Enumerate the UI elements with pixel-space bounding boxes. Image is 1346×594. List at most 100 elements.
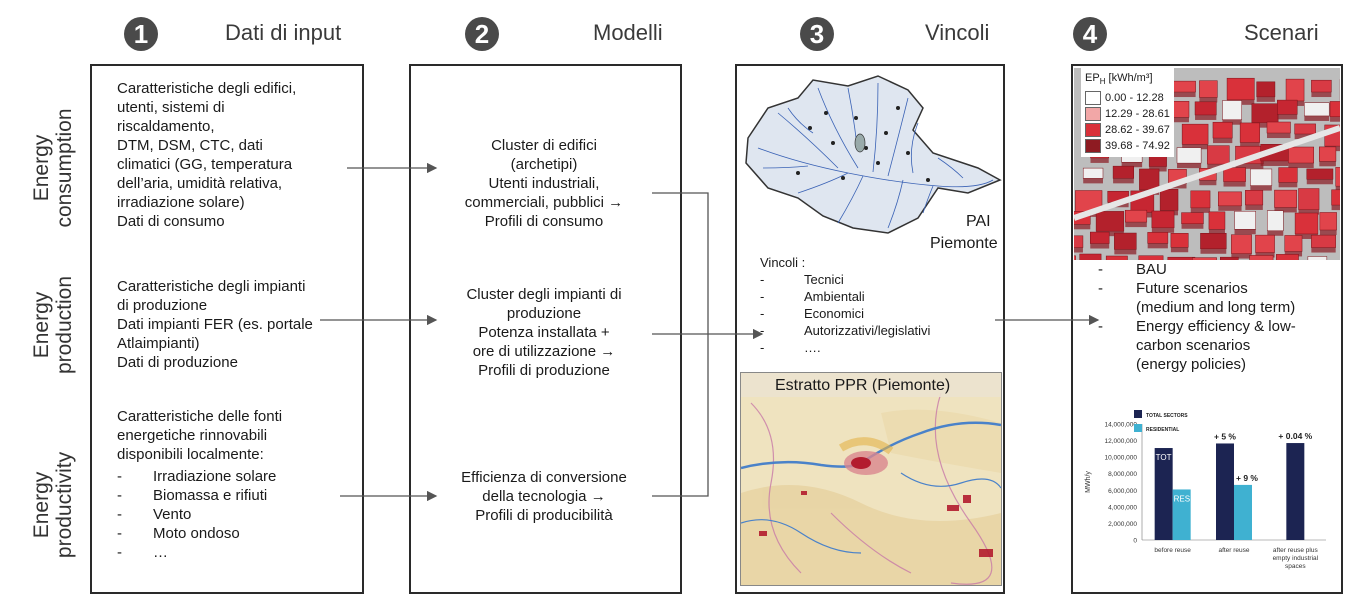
list-item: -Energy efficiency & low-carbon scenario… xyxy=(1098,318,1296,373)
building-shadow xyxy=(1284,251,1303,257)
bar-label: TOT xyxy=(1156,453,1172,462)
building-shadow xyxy=(1251,122,1279,128)
building xyxy=(1220,256,1239,260)
building xyxy=(1329,101,1340,117)
building xyxy=(1298,188,1320,210)
list-item: Biomassa e rifiuti xyxy=(117,486,357,505)
building xyxy=(1276,254,1299,260)
building xyxy=(1089,231,1110,244)
bar-0-1 xyxy=(1216,443,1234,540)
energy-legend: EPH [kWh/m³] 0.00 - 12.28 12.29 - 28.61 … xyxy=(1081,68,1174,158)
building xyxy=(1139,168,1160,191)
building-shadow xyxy=(1200,248,1227,254)
legend-label: TOTAL SECTORS xyxy=(1146,413,1188,419)
step-1-number: 1 xyxy=(124,17,158,51)
building xyxy=(1306,168,1334,180)
building xyxy=(1239,122,1260,143)
building-shadow xyxy=(1199,180,1217,186)
list-item: Tecnici xyxy=(760,271,990,288)
ppr-title: Estratto PPR (Piemonte) xyxy=(775,377,951,394)
y-tick-label: 2,000,000 xyxy=(1108,521,1137,528)
building-shadow xyxy=(1151,227,1175,233)
bar-annotation: + 9 % xyxy=(1236,473,1258,483)
building xyxy=(1245,190,1264,206)
building-shadow xyxy=(1231,253,1252,259)
building-shadow xyxy=(1234,229,1256,235)
constraints-heading: Vincoli : xyxy=(760,255,806,270)
building-shadow xyxy=(1274,207,1297,213)
legend-item: 28.62 - 39.67 xyxy=(1085,122,1170,138)
basin-outline xyxy=(745,75,1002,234)
map-markers xyxy=(796,106,930,182)
building xyxy=(1074,255,1076,260)
building xyxy=(1151,210,1175,229)
constraints-list: Tecnici Ambientali Economici Autorizzati… xyxy=(760,271,990,356)
building-shadow xyxy=(1277,114,1298,120)
step-2-number: 2 xyxy=(465,17,499,51)
legend-title: EPH [kWh/m³] xyxy=(1085,72,1153,87)
building xyxy=(1319,146,1337,162)
input-productivity-text: Caratteristiche delle fonti energetiche … xyxy=(117,407,357,562)
scenario-bar-chart: 02,000,0004,000,0006,000,0008,000,00010,… xyxy=(1076,406,1338,582)
legend-label: RESIDENTIAL xyxy=(1146,427,1179,433)
building-shadow xyxy=(1304,115,1330,121)
building xyxy=(1231,234,1252,254)
river-network xyxy=(757,82,994,229)
building xyxy=(1074,235,1084,248)
x-tick-label: spaces xyxy=(1285,563,1306,570)
building-shadow xyxy=(1125,222,1147,228)
step-1-title: Dati di input xyxy=(225,20,342,45)
building xyxy=(1124,209,1148,223)
building-shadow xyxy=(1319,161,1336,167)
list-item: Autorizzativi/legislativi xyxy=(760,322,990,339)
building xyxy=(1105,255,1128,260)
building xyxy=(1307,256,1328,260)
building xyxy=(1079,253,1102,260)
building xyxy=(1274,189,1298,208)
bar-0-0 xyxy=(1154,448,1173,540)
y-tick-label: 0 xyxy=(1133,538,1137,545)
building-shadow xyxy=(1147,243,1168,249)
building-shadow xyxy=(1319,230,1337,236)
step-2-title: Modelli xyxy=(593,20,663,45)
building-shadow xyxy=(1199,97,1218,103)
x-tick-label: empty industrial xyxy=(1273,555,1319,562)
building xyxy=(1181,123,1209,145)
building-shadow xyxy=(1096,231,1124,237)
input-productivity-list: Irradiazione solare Biomassa e rifiuti V… xyxy=(117,467,357,562)
building xyxy=(1192,257,1217,260)
building-shadow xyxy=(1250,185,1272,191)
building-shadow xyxy=(1267,230,1284,236)
building xyxy=(1114,232,1137,250)
building xyxy=(1218,191,1242,207)
building-shadow xyxy=(1245,204,1263,210)
street xyxy=(1074,125,1340,221)
map-label-pai: PAI xyxy=(966,213,991,230)
building xyxy=(1181,212,1204,225)
building xyxy=(1208,211,1226,230)
building-shadow xyxy=(1235,163,1264,169)
building xyxy=(1171,80,1196,93)
ppr-map xyxy=(740,372,1002,586)
building-shadow xyxy=(1240,142,1260,148)
y-axis-label: MWh/y xyxy=(1085,471,1092,493)
pai-map xyxy=(738,68,1002,238)
y-tick-label: 4,000,000 xyxy=(1108,504,1137,511)
building-shadow xyxy=(1212,138,1233,144)
building-shadow xyxy=(1311,247,1336,253)
building-shadow xyxy=(1288,163,1314,169)
bar-annotation: + 0.04 % xyxy=(1278,431,1312,441)
list-item: -BAU xyxy=(1098,261,1167,278)
building xyxy=(1082,167,1104,179)
building-shadow xyxy=(1170,247,1189,253)
y-tick-label: 10,000,000 xyxy=(1104,455,1137,462)
legend-swatch xyxy=(1134,410,1142,418)
building xyxy=(1138,255,1164,260)
building xyxy=(1256,81,1276,98)
building-shadow xyxy=(1171,92,1196,98)
building-shadow xyxy=(1114,249,1137,255)
building-shadow xyxy=(1278,182,1298,188)
y-tick-label: 14,000,000 xyxy=(1104,422,1137,429)
